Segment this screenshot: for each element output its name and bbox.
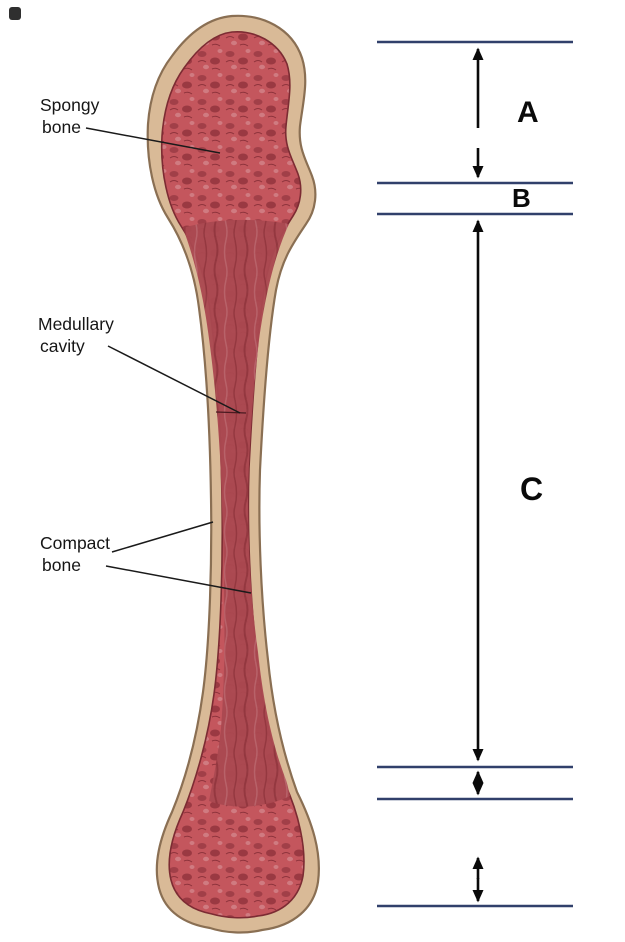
medullary-cavity-region [183, 219, 290, 807]
femur-illustration [146, 14, 320, 934]
leader-lines [85, 127, 252, 594]
shaft-cut-line [215, 411, 247, 414]
annotation-labels: Spongy bone Medullary cavity Compact bon… [38, 95, 114, 575]
medullary-cavity-leader-line [107, 345, 241, 414]
compact-bone-leader-line-lower [105, 565, 252, 594]
spongy-bone-leader-line [85, 127, 221, 154]
compact-bone-label-line1: Compact [40, 533, 110, 553]
medullary-cavity-label-line2: cavity [40, 336, 85, 356]
compact-bone-label-line2: bone [42, 555, 81, 575]
measurement-brackets [377, 40, 573, 908]
spongy-bone-label-line2: bone [42, 117, 81, 137]
region-label-a: A [517, 96, 539, 129]
region-label-c: C [520, 471, 543, 507]
spongy-bone-label-line1: Spongy [40, 95, 100, 115]
medullary-cavity-label-line1: Medullary [38, 314, 114, 334]
region-letters: A B C [512, 96, 543, 507]
compact-bone-leader-line-upper [111, 521, 214, 553]
scan-artifact-mark [9, 7, 21, 20]
region-label-b: B [512, 183, 531, 213]
